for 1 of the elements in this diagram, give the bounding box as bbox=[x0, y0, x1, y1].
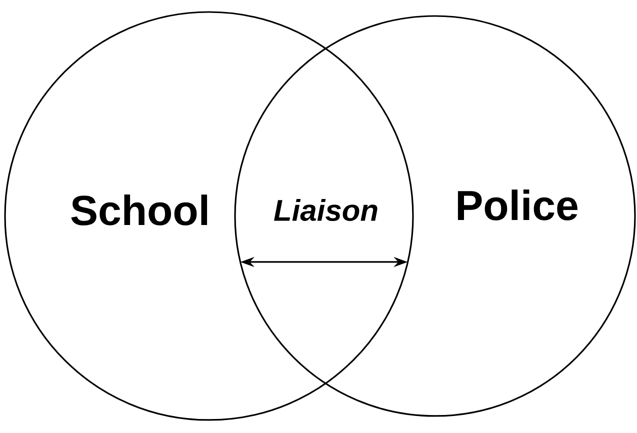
overlap-label: Liaison bbox=[274, 198, 378, 221]
